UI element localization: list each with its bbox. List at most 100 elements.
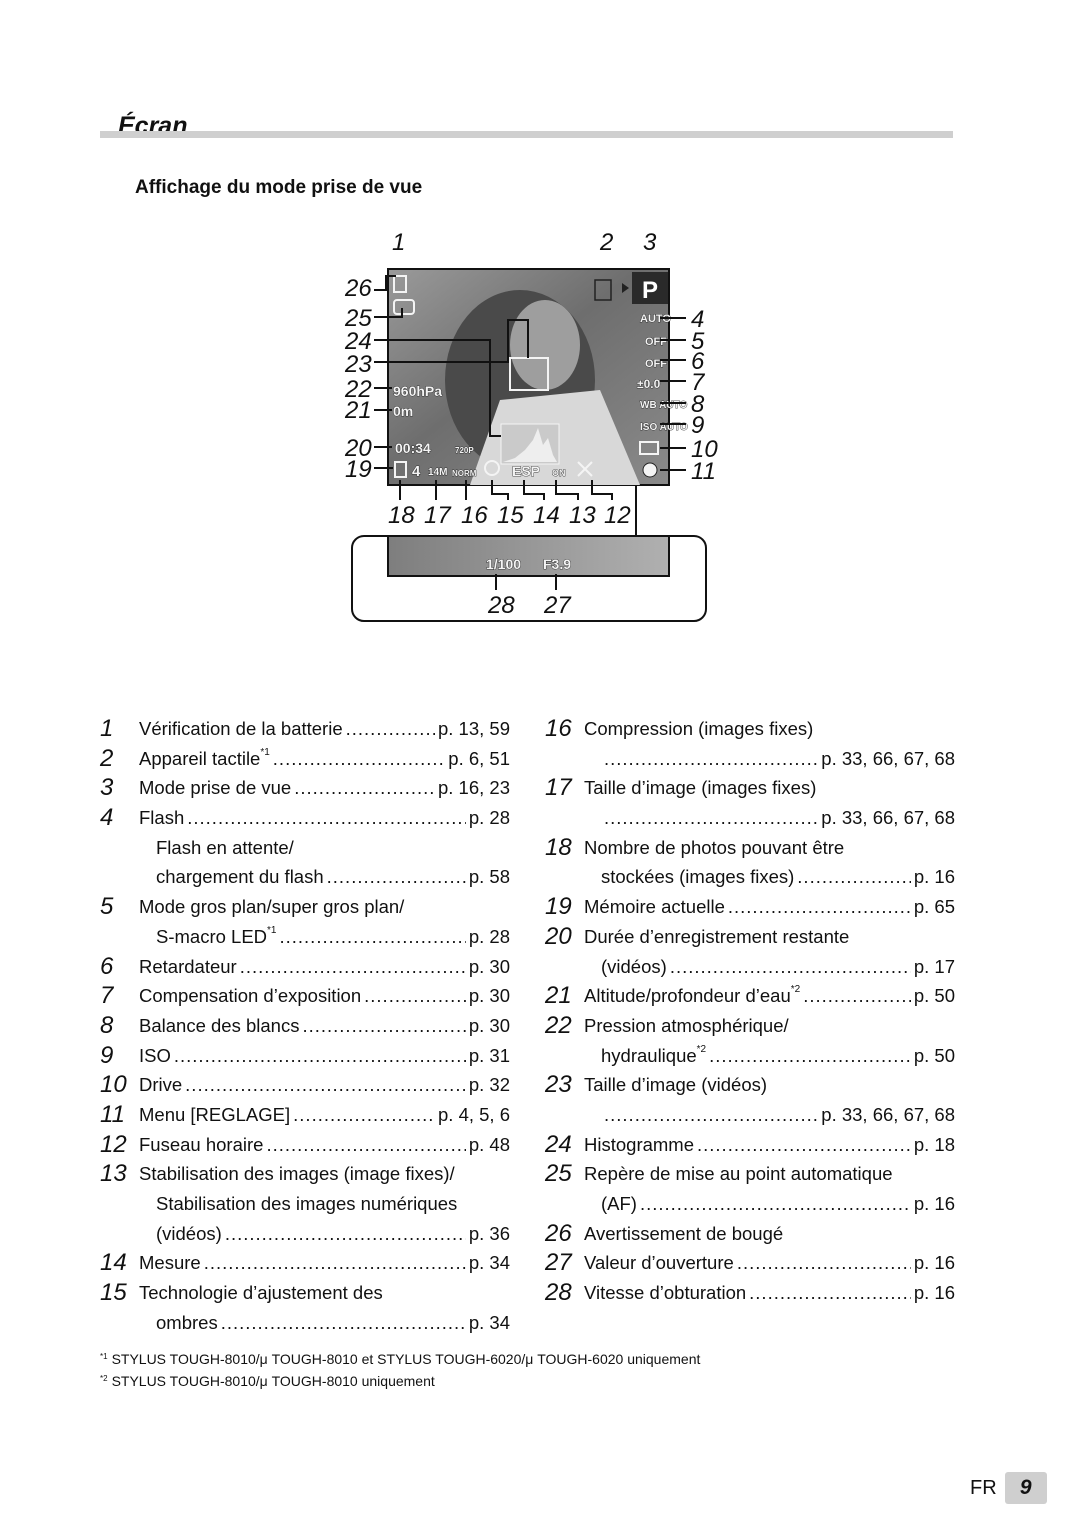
legend-number: 23 [545,1071,572,1099]
dot-leader [697,1130,911,1160]
legend-row: S-macro LED*1p. 28 [100,922,510,952]
legend-entry: Mesurep. 34 [139,1248,510,1278]
legend-entry: S-macro LED*1p. 28 [156,922,510,952]
callout-23: 23 [344,351,372,378]
shots-remaining-value: 4 [412,463,421,480]
page-reference: p. 18 [913,1133,955,1155]
dot-leader [604,1100,818,1130]
page-reference: p. 16 [913,1282,955,1304]
legend-text: Drive [139,1074,183,1096]
legend-row: Flash en attente/ [100,833,510,863]
legend-entry: Taille d’image (vidéos) [584,1070,955,1100]
dot-leader [604,744,818,774]
legend-text: Fuseau horaire [139,1133,264,1155]
callout-14: 14 [533,502,560,529]
legend-row: Stabilisation des images numériques [100,1189,510,1219]
legend-text: Vitesse d’obturation [584,1282,747,1304]
callout-25: 25 [344,305,372,332]
section-title-rule [100,131,953,138]
callout-1: 1 [392,229,405,256]
legend-entry: Pression atmosphérique/ [584,1011,955,1041]
callout-3: 3 [643,229,657,256]
dot-leader [364,981,466,1011]
language-label: FR [970,1476,997,1499]
legend-text: Balance des blancs [139,1014,300,1036]
legend-entry: p. 33, 66, 67, 68 [601,803,955,833]
dot-leader [327,862,466,892]
callout-15: 15 [497,502,524,529]
dot-leader [302,1011,465,1041]
legend-entry: ISOp. 31 [139,1041,510,1071]
legend-number: 27 [545,1249,572,1277]
page-reference: p. 50 [913,985,955,1007]
legend-entry: Taille d’image (images fixes) [584,773,955,803]
page-reference: p. 33, 66, 67, 68 [821,1103,955,1125]
dot-leader [670,952,911,982]
legend-row: (AF)p. 16 [545,1189,955,1219]
legend-text: Taille d’image (vidéos) [584,1074,768,1096]
legend-entry: Stabilisation des images numériques [156,1189,510,1219]
legend-text: (vidéos) [601,955,667,977]
legend-row: p. 33, 66, 67, 68 [545,1100,955,1130]
legend-number: 15 [100,1279,127,1307]
subtitle: Affichage du mode prise de vue [135,177,423,198]
dot-leader [187,803,466,833]
page-reference: p. 36 [468,1222,510,1244]
legend-text: S-macro LED [156,925,268,947]
legend-entry: Flashp. 28 [139,803,510,833]
callout-9: 9 [691,412,704,439]
legend-number: 26 [545,1219,572,1247]
macro-indicator: OFF [645,336,667,348]
legend-row: 9ISOp. 31 [100,1041,510,1071]
dot-leader [803,981,911,1011]
legend-row: 6Retardateurp. 30 [100,952,510,982]
legend-text: Technologie d’ajustement des [139,1282,383,1304]
drive-icon [639,441,659,455]
dot-leader [273,744,445,774]
page-reference: p. 33, 66, 67, 68 [821,747,955,769]
video-time-value: 00:34 [395,440,431,456]
footnote-marker: *1 [260,746,270,758]
page-indicator: FR 9 [970,1472,1047,1504]
legend-text: Nombre de photos pouvant être [584,836,845,858]
legend-text: Retardateur [139,955,237,977]
legend-text: Compensation d’exposition [139,985,362,1007]
legend-text: Mode gros plan/super gros plan/ [139,896,405,918]
legend-number: 28 [545,1279,572,1307]
legend-row: stockées (images fixes)p. 16 [545,862,955,892]
legend-entry: Retardateurp. 30 [139,952,510,982]
legend-entry: Technologie d’ajustement des [139,1278,510,1308]
legend-text: Flash [139,807,185,829]
legend-text: (AF) [601,1193,637,1214]
memory-card-icon [394,461,407,478]
mode-box [632,272,668,304]
page-reference: p. 65 [913,896,955,918]
legend-row: (vidéos)p. 36 [100,1219,510,1249]
legend-text: Repère de mise au point automatique [584,1163,893,1185]
page-reference: p. 6, 51 [448,747,510,769]
setup-menu-icon [642,462,658,478]
shake-warning-icon [393,299,415,315]
legend-entry: Mode prise de vuep. 16, 23 [139,773,510,803]
legend-number: 21 [545,982,572,1010]
pressure-value: 960hPa [393,383,442,399]
callout-18: 18 [388,502,415,529]
page-reference: p. 34 [468,1311,510,1333]
dot-leader [294,773,435,803]
shooting-mode-value: P [642,277,658,304]
page-reference: p. 28 [468,925,510,947]
legend-entry: Nombre de photos pouvant être [584,833,955,863]
legend-entry: Appareil tactile*1p. 6, 51 [139,744,510,774]
callout-4: 4 [691,306,704,333]
callout-28: 28 [487,592,515,619]
page-reference: p. 31 [468,1044,510,1066]
